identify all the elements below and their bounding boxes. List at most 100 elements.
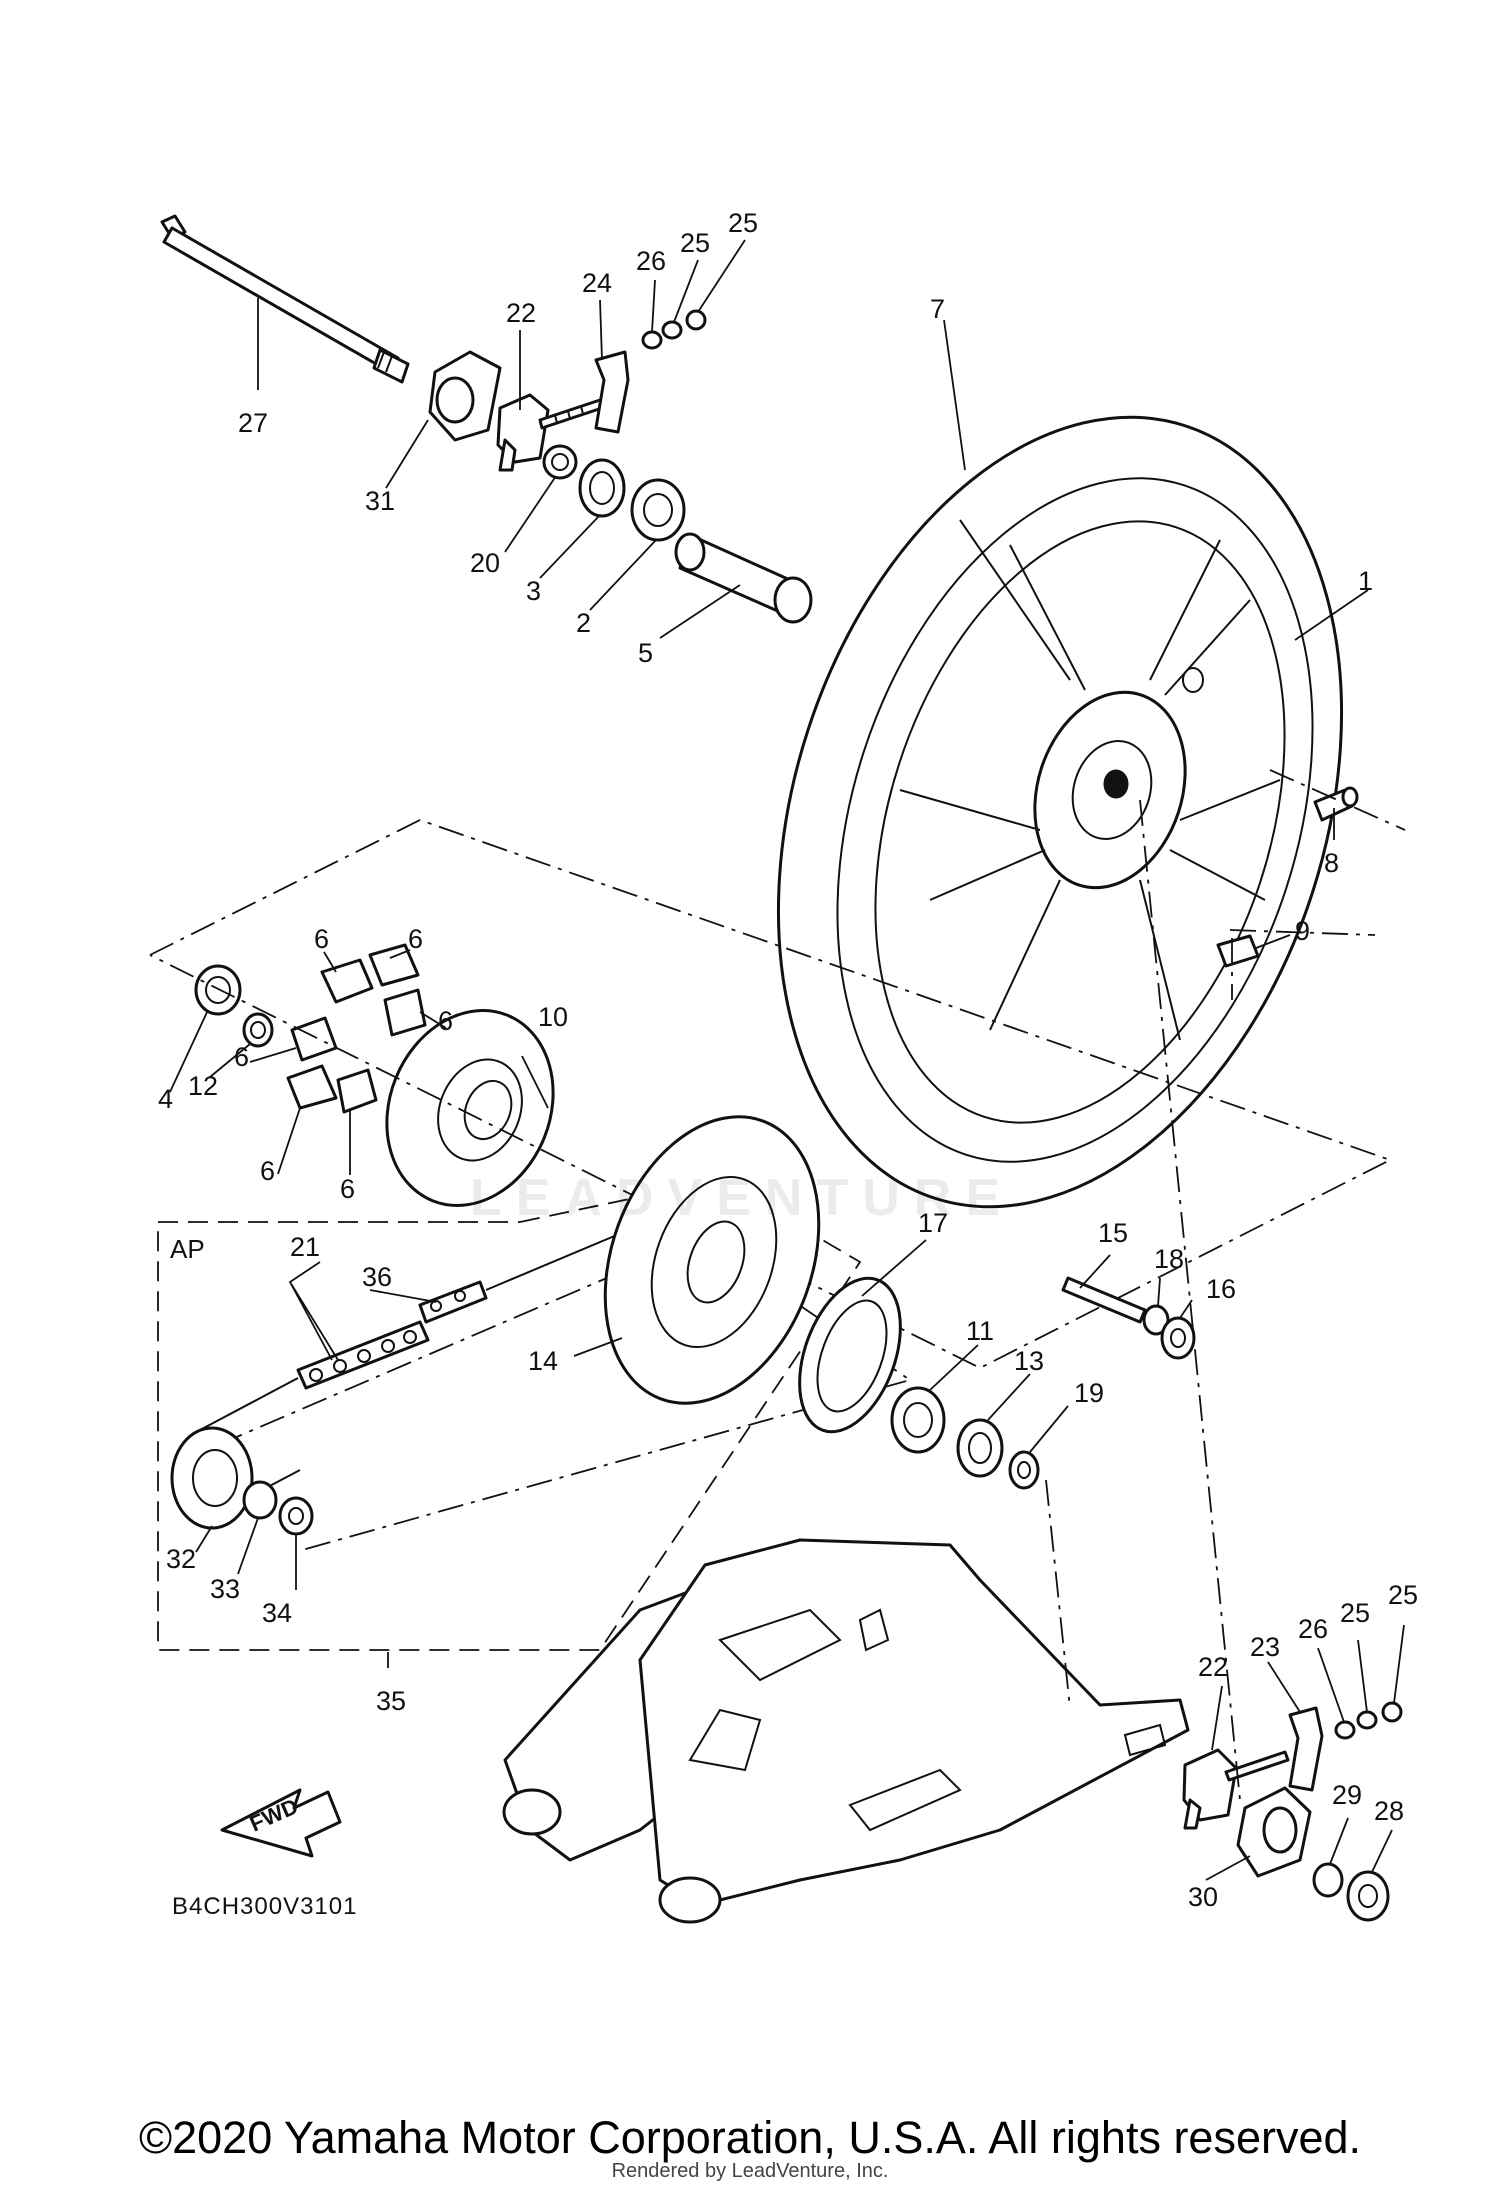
callout-6: 6 [408, 924, 423, 954]
callout-20: 20 [470, 548, 500, 578]
spacer-part-5[interactable] [674, 532, 813, 624]
balance-weight-part-9[interactable] [1216, 934, 1260, 968]
swingarm [502, 1538, 1190, 1924]
washer-part-26[interactable] [641, 330, 663, 350]
callout-35: 35 [376, 1686, 406, 1716]
bearing-part-2[interactable] [630, 478, 686, 542]
leader-lines [169, 239, 1405, 1881]
bearing-part-4[interactable] [194, 964, 242, 1016]
callout-4: 4 [158, 1084, 173, 1114]
ap-label: AP [170, 1234, 205, 1264]
clutch-hub-part-10[interactable] [358, 985, 581, 1230]
nut-part-25d[interactable] [1381, 1701, 1403, 1723]
callout-22: 22 [1198, 1652, 1228, 1682]
fwd-arrow: FWD [220, 1788, 342, 1858]
sprocket-part-32[interactable] [170, 1426, 254, 1530]
axle-part-27[interactable] [160, 214, 410, 384]
callout-16: 16 [1206, 1274, 1236, 1304]
callout-9: 9 [1295, 916, 1310, 946]
washer-part-26b[interactable] [1334, 1720, 1356, 1740]
copyright-notice: ©2020 Yamaha Motor Corporation, U.S.A. A… [138, 2112, 1362, 2163]
adjust-bolt-b [1224, 1750, 1290, 1782]
callout-11: 11 [966, 1316, 994, 1346]
callout-25: 25 [1388, 1580, 1418, 1610]
callout-25: 25 [728, 208, 758, 238]
washer-part-29[interactable] [1312, 1862, 1344, 1898]
wheel-group-outline [1229, 769, 1406, 1000]
callout-3: 3 [526, 576, 541, 606]
callout-18: 18 [1154, 1244, 1184, 1274]
callout-27: 27 [238, 408, 268, 438]
callout-32: 32 [166, 1544, 196, 1574]
oil-seal-part-13[interactable] [956, 1418, 1004, 1478]
callout-25: 25 [680, 228, 710, 258]
callout-7: 7 [930, 294, 945, 324]
callout-13: 13 [1014, 1346, 1044, 1376]
chain-puller-part-31[interactable] [428, 350, 502, 442]
callout-1: 1 [1358, 566, 1373, 596]
rendered-by-notice: Rendered by LeadVenture, Inc. [611, 2160, 889, 2182]
nut-part-25b[interactable] [685, 309, 707, 331]
callout-12: 12 [188, 1071, 218, 1101]
chain-joint-part-36[interactable] [418, 1280, 488, 1324]
callout-6: 6 [438, 1006, 453, 1036]
callout-22: 22 [506, 298, 536, 328]
callout-24: 24 [582, 268, 612, 298]
callout-17: 17 [918, 1208, 948, 1238]
callout-2: 2 [576, 608, 591, 638]
washer-part-33[interactable] [242, 1480, 278, 1520]
collar-part-19[interactable] [1008, 1450, 1040, 1490]
callout-33: 33 [210, 1574, 240, 1604]
damper-parts-6[interactable] [286, 943, 427, 1114]
diagram-code: B4CH300V3101 [172, 1893, 357, 1920]
nut-part-34[interactable] [278, 1496, 314, 1536]
callout-26: 26 [636, 246, 666, 276]
chain-puller-part-30[interactable] [1236, 1786, 1312, 1878]
callout-25: 25 [1340, 1598, 1370, 1628]
callout-15: 15 [1098, 1218, 1128, 1248]
callout-6: 6 [260, 1156, 275, 1186]
nut-part-16[interactable] [1160, 1316, 1196, 1360]
callout-29: 29 [1332, 1780, 1362, 1810]
adjuster-part-22[interactable] [496, 393, 550, 472]
callout-8: 8 [1324, 848, 1339, 878]
callout-36: 36 [362, 1262, 392, 1292]
nut-part-28[interactable] [1346, 1870, 1390, 1922]
callout-14: 14 [528, 1346, 558, 1376]
callout-26: 26 [1298, 1614, 1328, 1644]
callout-6: 6 [234, 1042, 249, 1072]
callout-21: 21 [290, 1232, 320, 1262]
wheel-part-1[interactable] [804, 468, 1357, 1175]
callout-5: 5 [638, 638, 653, 668]
collar-part-12[interactable] [242, 1012, 274, 1048]
callout-30: 30 [1188, 1882, 1218, 1912]
bracket-part-24[interactable] [594, 350, 630, 434]
callout-23: 23 [1250, 1632, 1280, 1662]
plate-part-17[interactable] [780, 1264, 919, 1445]
stud-bolt-part-15[interactable] [1061, 1276, 1147, 1324]
callout-31: 31 [365, 486, 395, 516]
valve-part-8[interactable] [1313, 786, 1359, 822]
nut-part-25c[interactable] [1356, 1710, 1378, 1730]
nut-part-25a[interactable] [661, 320, 683, 340]
collar-part-20[interactable] [542, 444, 578, 480]
watermark: LEADVENTURE [470, 1169, 1015, 1227]
callout-6: 6 [340, 1174, 355, 1204]
callout-6: 6 [314, 924, 329, 954]
chain-outline [217, 1236, 913, 1551]
bearing-part-11[interactable] [890, 1386, 946, 1454]
callout-34: 34 [262, 1598, 292, 1628]
callout-labels: 27 31 22 24 26 25 25 20 3 2 5 7 1 8 9 6 … [158, 208, 1418, 1912]
bracket-part-23[interactable] [1288, 1706, 1324, 1792]
adjust-bolt [538, 398, 604, 430]
callout-19: 19 [1074, 1378, 1104, 1408]
sprocket-part-14[interactable] [567, 1087, 856, 1434]
washer-part-18[interactable] [1142, 1304, 1170, 1336]
hub-group-outline [149, 819, 1393, 1370]
drive-chain-part-21[interactable] [296, 1320, 430, 1390]
callout-28: 28 [1374, 1796, 1404, 1826]
adjuster-part-22b[interactable] [1182, 1748, 1238, 1830]
callout-10: 10 [538, 1002, 568, 1032]
oil-seal-part-3[interactable] [578, 458, 626, 518]
